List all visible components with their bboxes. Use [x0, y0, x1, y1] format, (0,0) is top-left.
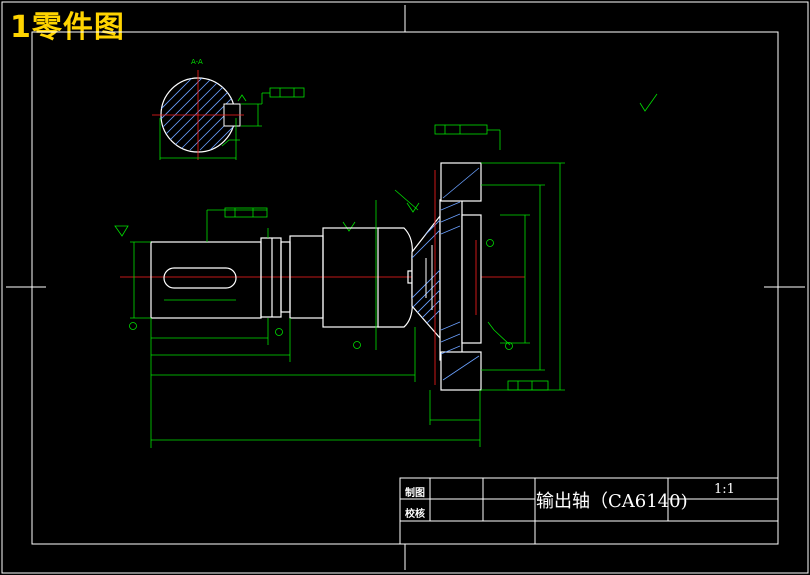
shaft-outline: [150, 227, 416, 328]
checked-by-label: 校核: [405, 509, 425, 520]
dimension-lines: [130, 124, 565, 448]
drawn-by-label: 制图: [405, 488, 425, 499]
scale-value: 1:1: [714, 482, 735, 497]
page-title: 1零件图: [10, 10, 125, 45]
section-view-a-a: A-A: [152, 58, 305, 160]
flange-section: [411, 162, 482, 391]
datum-markers: [129, 239, 513, 350]
title-block: [399, 477, 779, 545]
part-name: 输出轴（CA6140): [536, 491, 688, 512]
section-label: A-A: [191, 58, 203, 66]
